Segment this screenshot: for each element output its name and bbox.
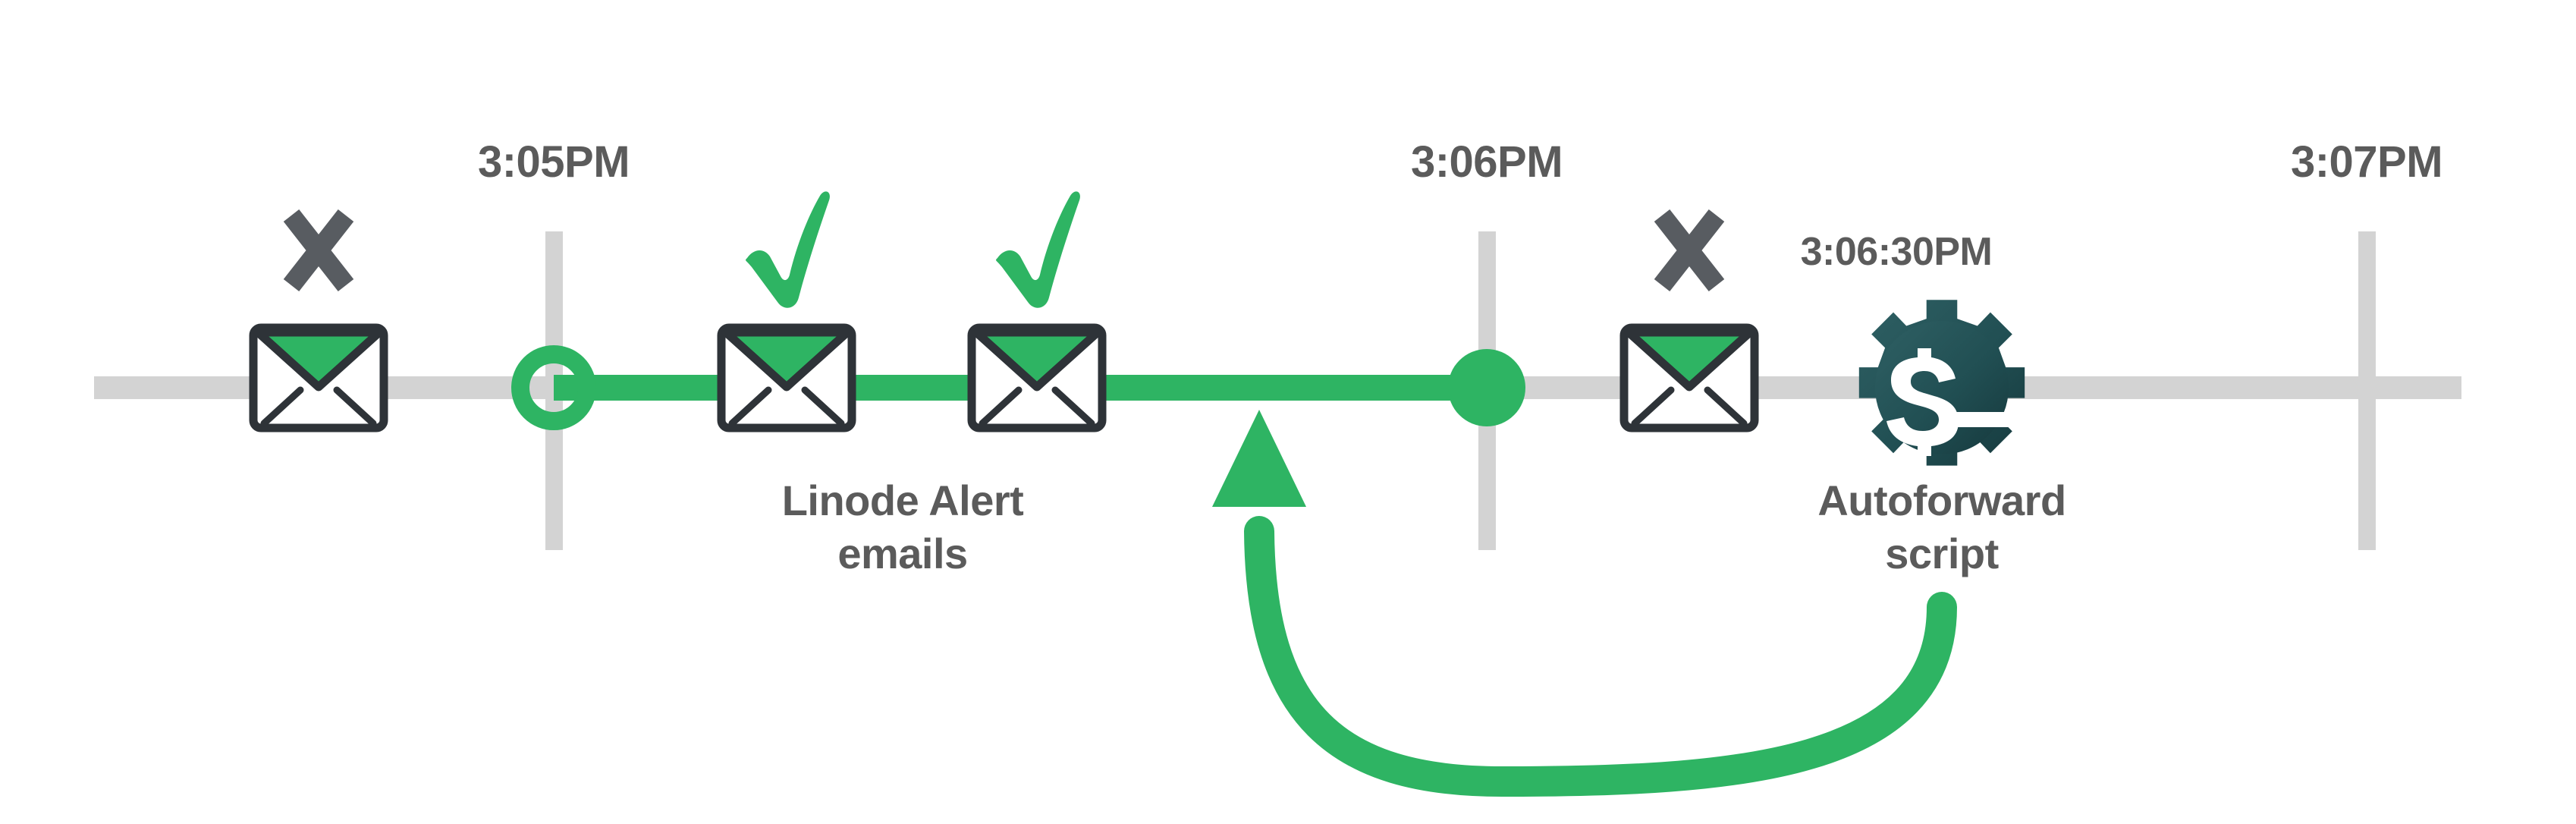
autoforward-timestamp: 3:06:30PM <box>1800 230 1993 274</box>
tick-label-307: 3:07PM <box>2290 137 2443 187</box>
envelope-icon <box>717 323 856 432</box>
tick-label-305: 3:05PM <box>477 137 630 187</box>
feedback-arrow-icon <box>1212 410 1957 797</box>
tick-label-306: 3:06PM <box>1410 137 1563 187</box>
linode-alert-emails-label: Linode Alert emails <box>781 476 1024 577</box>
envelope-icon <box>967 323 1107 432</box>
minus-glyph <box>1956 412 2010 427</box>
milestone-start-ring <box>511 345 596 430</box>
x-mark-icon <box>1654 209 1725 292</box>
envelope-icon <box>249 323 388 432</box>
envelope-icon <box>1619 323 1759 432</box>
check-mark-icon <box>996 191 1080 308</box>
gear-dollar-icon <box>1858 300 2025 466</box>
dollar-glyph <box>1886 348 1959 456</box>
autoforward-script-label: Autoforward script <box>1817 476 2066 577</box>
milestone-end-dot <box>1448 349 1525 426</box>
x-mark-icon <box>283 209 354 292</box>
check-mark-icon <box>746 191 830 308</box>
